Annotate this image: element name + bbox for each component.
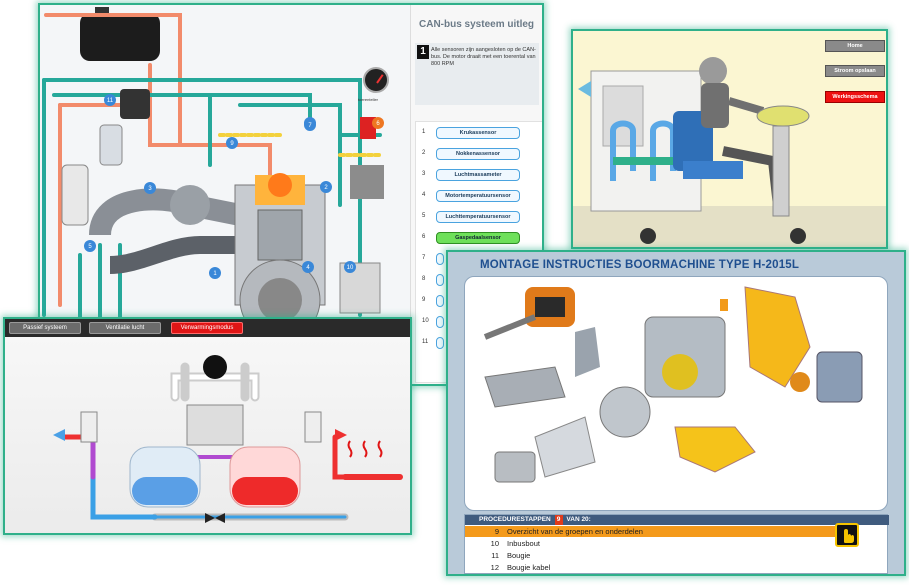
svg-text:2: 2 (324, 185, 328, 191)
procedure-step-row[interactable]: 12 Bougie kabel (465, 562, 845, 573)
sensor-list-item[interactable]: 3 Luchtmassameter (416, 168, 542, 184)
step-number: 10 (490, 539, 499, 548)
sensor-list-item[interactable]: 4 Motortemperatuursensor (416, 189, 542, 205)
sensor-button[interactable] (436, 295, 444, 307)
procedure-step-row[interactable]: 9 Overzicht van de groepen en onderdelen (465, 526, 845, 537)
steps-current-badge: 9 (554, 515, 563, 525)
arrow-icon (578, 81, 591, 97)
sensor-number: 6 (422, 234, 426, 240)
werkingsschema-button[interactable]: Werkingsschema (825, 91, 885, 103)
step-info-box: 1 Alle sensoren zijn aangesloten op de C… (415, 43, 539, 105)
step-number: 9 (494, 527, 499, 536)
tab-passief-systeem[interactable]: Passief systeem (9, 322, 81, 334)
step-number: 12 (490, 563, 499, 572)
stroom-opslaan-button[interactable]: Stroom opslaan (825, 65, 885, 77)
bus-driver-panel: Home Stroom opslaan Werkingsschema (571, 29, 888, 249)
svg-text:10: 10 (347, 265, 354, 271)
heatpump-tabbar: Passief systeem Ventilatie lucht Verwarm… (5, 319, 410, 337)
svg-text:11: 11 (107, 98, 114, 104)
tab-ventilatie-lucht[interactable]: Ventilatie lucht (89, 322, 161, 334)
montage-panel: MONTAGE INSTRUCTIES BOORMACHINE TYPE H-2… (446, 250, 906, 576)
svg-text:9: 9 (230, 141, 234, 147)
sensor-list-item[interactable]: 2 Nokkenassensor (416, 147, 542, 163)
sensor-list-item[interactable]: 7 (416, 252, 542, 268)
sensor-number: 9 (422, 297, 426, 303)
sensor-button[interactable] (436, 253, 444, 265)
sensor-number: 1 (422, 129, 426, 135)
home-button[interactable]: Home (825, 40, 885, 52)
svg-text:5: 5 (88, 244, 92, 250)
sensor-button[interactable]: Krukassensor (436, 127, 520, 139)
sensor-number: 3 (422, 171, 426, 177)
step-label: Overzicht van de groepen en onderdelen (507, 527, 643, 536)
gauge-label: toerenteller (358, 97, 379, 102)
step-number: 11 (491, 551, 499, 560)
speedometer-icon (363, 67, 389, 93)
sensor-button[interactable] (436, 337, 444, 349)
exploded-drill-illustration (483, 286, 863, 483)
svg-text:3: 3 (148, 186, 152, 192)
procedure-step-row[interactable]: 11 Bougie (465, 550, 845, 561)
exploded-view-canvas (464, 276, 888, 511)
sensor-button[interactable]: Luchttemperatuursensor (436, 211, 520, 223)
sensor-list-item[interactable]: 6 Gaspedaalsensor (416, 231, 542, 247)
steps-header-suffix: VAN 20: (566, 516, 591, 523)
heatpump-diagram (5, 337, 410, 533)
sensor-number: 4 (422, 192, 426, 198)
sensor-button[interactable]: Luchtmassameter (436, 169, 520, 181)
tab-verwarmingsmodus[interactable]: Verwarmingsmodus (171, 322, 243, 334)
svg-text:1: 1 (213, 271, 217, 277)
sensor-number: 2 (422, 150, 426, 156)
sensor-list-item[interactable]: 8 (416, 273, 542, 289)
sensor-number: 10 (422, 318, 429, 324)
sensor-number: 7 (422, 255, 426, 261)
fuel-tank-shape (80, 13, 160, 61)
sensor-number: 8 (422, 276, 426, 282)
sensor-list-item[interactable]: 11 (416, 336, 542, 352)
sensor-list-item[interactable]: 1 Krukassensor (416, 126, 542, 142)
svg-text:7: 7 (308, 123, 312, 129)
steps-header-prefix: PROCEDURESTAPPEN (479, 516, 551, 523)
sensor-list-item[interactable]: 9 (416, 294, 542, 310)
engine-schematic: 11 3 1 2 7 9 6 7 10 5 4 (42, 7, 384, 341)
svg-text:6: 6 (376, 121, 380, 127)
heatpump-panel: Passief systeem Ventilatie lucht Verwarm… (3, 317, 412, 535)
step-label: Inbusbout (507, 539, 540, 548)
sensor-list-item[interactable]: 5 Luchttemperatuursensor (416, 210, 542, 226)
bus-scene (573, 31, 886, 247)
step-label: Bougie (507, 551, 531, 560)
procedure-step-row[interactable]: 10 Inbusbout (465, 538, 845, 549)
sensor-number: 11 (422, 339, 429, 345)
canbus-title: CAN-bus systeem uitleg (419, 19, 535, 30)
sensor-button[interactable]: Motortemperatuursensor (436, 190, 520, 202)
step-label: Bougie kabel (507, 563, 551, 572)
step-text: Alle sensoren zijn aangesloten op de CAN… (431, 47, 536, 67)
step-number: 1 (417, 45, 429, 59)
sensor-button[interactable] (436, 274, 444, 286)
bus-driver-illustration (573, 31, 886, 247)
sensor-list-item[interactable]: 10 (416, 315, 542, 331)
heatpump-schematic (53, 355, 403, 523)
sensor-button[interactable] (436, 316, 444, 328)
montage-title: MONTAGE INSTRUCTIES BOORMACHINE TYPE H-2… (480, 259, 800, 271)
svg-text:4: 4 (306, 265, 310, 271)
procedure-steps-header: PROCEDURESTAPPEN 9 VAN 20: (465, 515, 889, 525)
sensor-number: 5 (422, 213, 426, 219)
hand-pointer-icon[interactable] (835, 523, 859, 547)
sensor-button[interactable]: Gaspedaalsensor (436, 232, 520, 244)
sensor-button[interactable]: Nokkenassensor (436, 148, 520, 160)
